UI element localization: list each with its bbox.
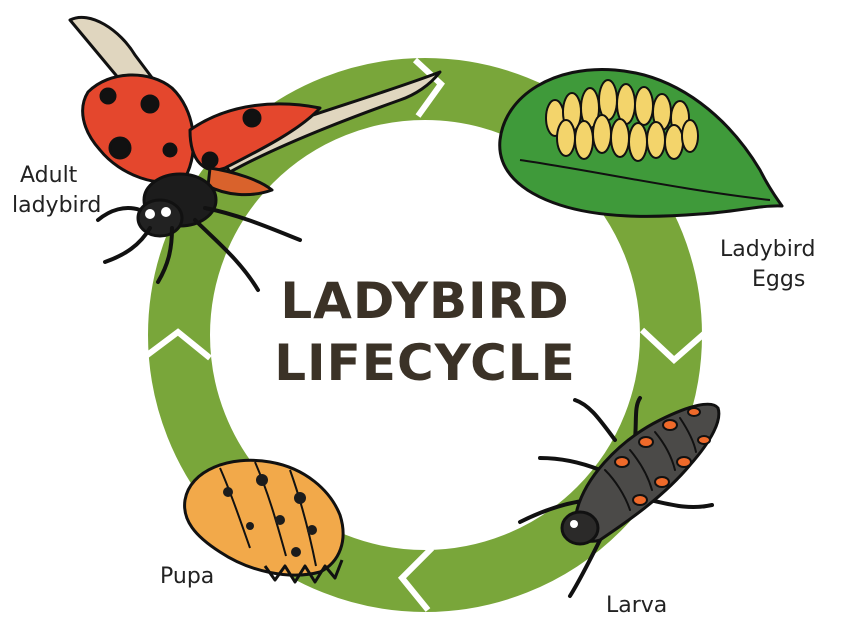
label-adult-line-2: ladybird: [12, 193, 101, 218]
label-eggs-line-2: Eggs: [752, 267, 805, 292]
label-pupa: Pupa: [160, 564, 214, 589]
label-adult-line-1: Adult: [20, 163, 78, 188]
adult-ladybird-illustration: [70, 17, 440, 290]
title-line-1: LADYBIRD: [280, 272, 569, 330]
label-larva: Larva: [606, 593, 667, 618]
title-line-2: LIFECYCLE: [274, 334, 576, 392]
diagram-title: LADYBIRD LIFECYCLE: [274, 272, 576, 392]
leaf-eggs-illustration: [500, 69, 782, 216]
label-eggs-line-1: Ladybird: [720, 237, 815, 262]
